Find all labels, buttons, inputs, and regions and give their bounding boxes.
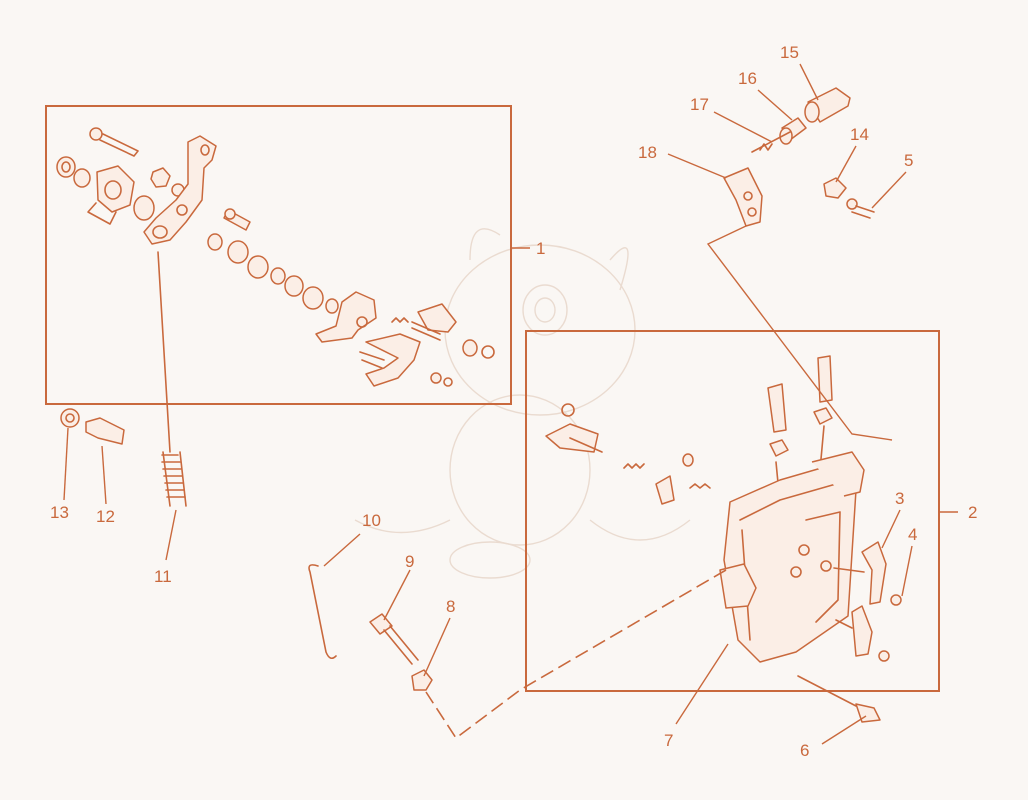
- callout-12: 12: [96, 507, 115, 526]
- callout-3: 3: [895, 489, 904, 508]
- assembly-box-1: [45, 105, 512, 405]
- callout-1: 1: [536, 239, 545, 258]
- callout-10: 10: [362, 511, 381, 530]
- callout-9: 9: [405, 552, 414, 571]
- callout-16: 16: [738, 69, 757, 88]
- callout-7: 7: [664, 731, 673, 750]
- leader-lines: [63, 63, 958, 745]
- callout-4: 4: [908, 525, 917, 544]
- callout-13: 13: [50, 503, 69, 522]
- callout-2: 2: [968, 503, 977, 522]
- callout-8: 8: [446, 597, 455, 616]
- callout-11: 11: [154, 567, 172, 586]
- callout-18: 18: [638, 143, 657, 162]
- callout-15: 15: [780, 43, 799, 62]
- callout-6: 6: [800, 741, 809, 760]
- callout-5: 5: [904, 151, 913, 170]
- callout-17: 17: [690, 95, 709, 114]
- assembly-box-2: [525, 330, 940, 692]
- callout-labels: 1 2 3 4 5 6 7 8 9 10 11 12 13 14 15 16 1…: [50, 43, 977, 760]
- box1-parts: [56, 127, 495, 387]
- parts-top-right: [723, 87, 875, 227]
- watermark-mascot: [354, 228, 691, 579]
- parts-13-12-11: [60, 251, 187, 507]
- box2-parts: [545, 355, 902, 723]
- connection-lines: [425, 225, 893, 740]
- parts-10-9-8: [308, 564, 433, 691]
- callout-14: 14: [850, 125, 869, 144]
